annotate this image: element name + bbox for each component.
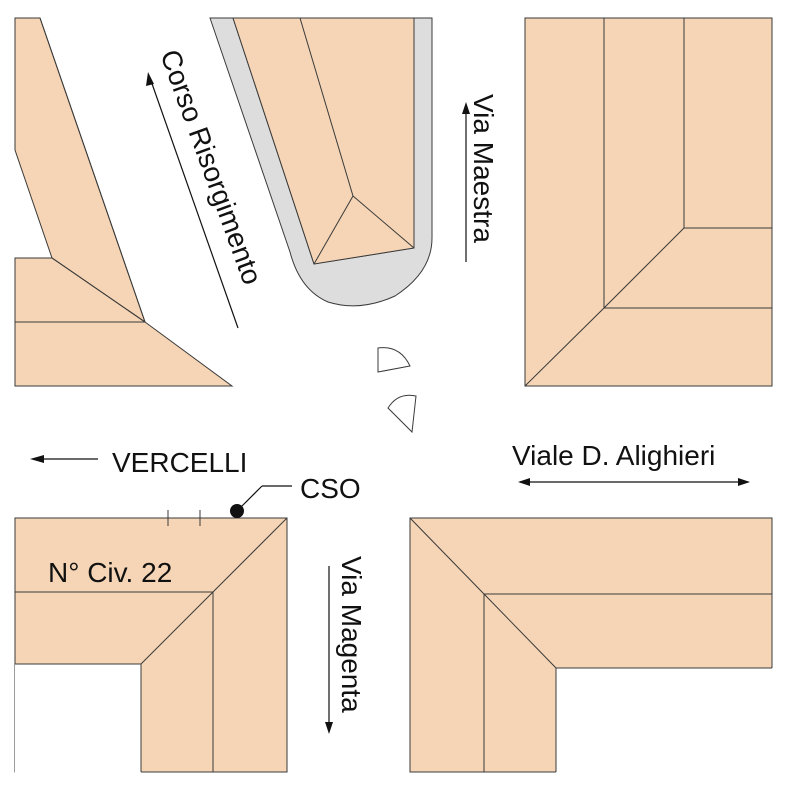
- arrow-corso-risorgimento: [146, 72, 239, 329]
- block-bottom-left: [14, 510, 288, 774]
- arrow-viale-alighieri: [518, 478, 750, 486]
- block-top-left: [14, 17, 234, 387]
- label-civic-number: N° Civ. 22: [48, 557, 172, 588]
- arrow-vercelli: [30, 455, 98, 463]
- traffic-island-semicircle: [377, 347, 411, 373]
- arrow-via-magenta: [325, 566, 333, 734]
- label-cso: CSO: [300, 473, 361, 504]
- label-vercelli: VERCELLI: [112, 447, 247, 478]
- cso-marker: [230, 485, 292, 518]
- arrow-via-maestra: [462, 102, 470, 262]
- cso-point: [230, 504, 244, 518]
- label-via-magenta: Via Magenta: [336, 556, 367, 713]
- traffic-island-triangle: [387, 394, 417, 434]
- block-top-right: [524, 17, 773, 387]
- label-viale-alighieri: Viale D. Alighieri: [512, 440, 715, 471]
- block-top-center: [209, 17, 433, 307]
- label-via-maestra: Via Maestra: [468, 94, 499, 243]
- block-bottom-right: [409, 517, 774, 774]
